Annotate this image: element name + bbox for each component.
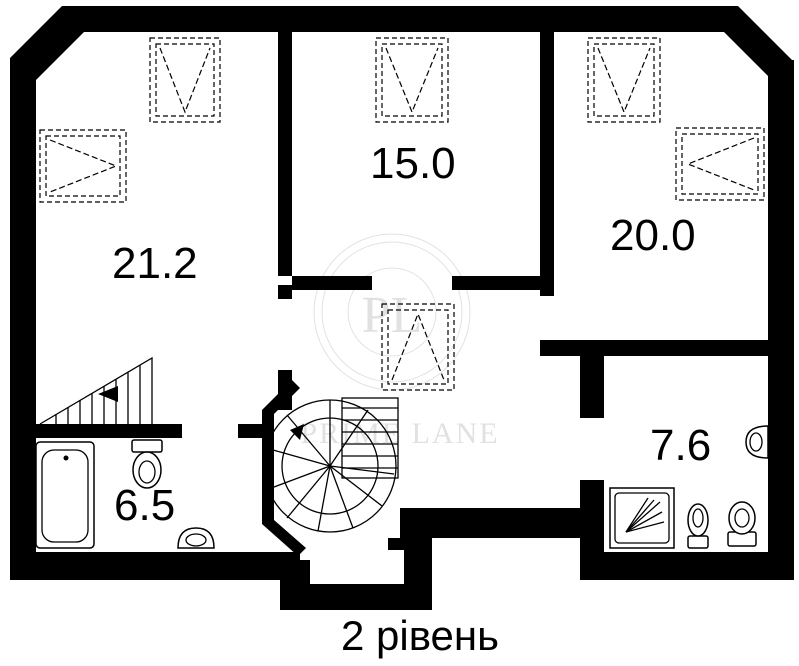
skylight [149,37,221,123]
watermark-monogram: PL [362,287,423,344]
room-area-label: 6.5 [114,481,175,530]
shower-icon [609,487,675,549]
stair-arrow-icon [98,386,118,402]
toilet-icon [687,503,709,549]
outer-walls [10,6,794,610]
room-area-label: 20.0 [610,211,696,260]
floor-caption: 2 рівень [341,612,499,659]
room-area-label: 7.6 [650,421,711,470]
skylights [39,37,765,391]
bidet-icon [727,501,757,547]
skylight [381,303,455,391]
watermark-text: PRIME LANE [300,417,499,450]
room-area-label: 15.0 [370,139,456,188]
skylight [587,37,661,123]
watermark: PL PRIME LANE [300,233,499,450]
sink-icon [177,527,215,549]
bathroom-2-fixtures [609,425,769,549]
bathroom-fixtures [35,439,215,549]
stair-arrow-icon [290,424,304,440]
skylight [375,37,449,123]
sink-icon [745,425,769,459]
bathtub-icon [35,441,95,549]
room-area-label: 21.2 [112,239,198,288]
spiral-stair [263,397,399,533]
toilet-icon [131,439,163,489]
straight-stairs [39,356,153,425]
interior-walls [36,30,780,560]
skylight [675,127,765,201]
skylight [39,129,127,203]
